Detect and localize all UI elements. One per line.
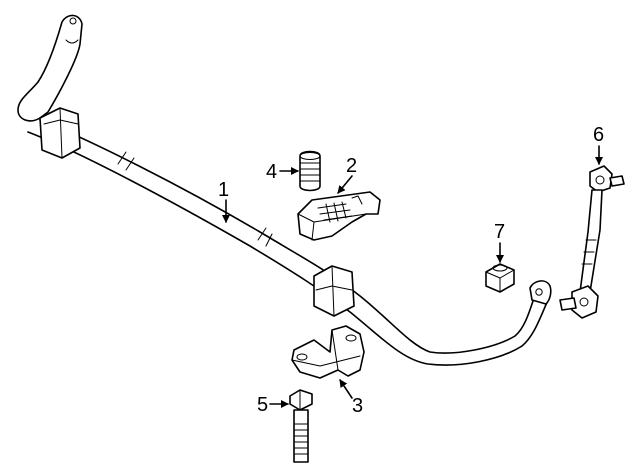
callout-5: 5 — [257, 394, 289, 416]
callout-2: 2 — [337, 155, 357, 194]
lower-bracket — [291, 325, 365, 379]
callout-label-2: 2 — [346, 155, 357, 177]
nut — [485, 263, 515, 293]
callout-4: 4 — [266, 161, 299, 183]
callout-label-7: 7 — [494, 221, 505, 243]
bushing-sleeve — [299, 150, 321, 192]
callout-label-5: 5 — [257, 394, 268, 416]
callout-label-4: 4 — [266, 161, 277, 183]
callout-3: 3 — [339, 379, 363, 417]
stabilizer-link — [559, 165, 625, 319]
callout-label-6: 6 — [593, 124, 604, 146]
callout-label-1: 1 — [218, 179, 229, 201]
upper-bracket — [297, 191, 381, 241]
callout-7: 7 — [494, 221, 505, 263]
callout-label-3: 3 — [352, 395, 363, 417]
callout-1: 1 — [218, 179, 230, 223]
stabilizer-bar — [17, 14, 552, 366]
callout-6: 6 — [593, 124, 604, 165]
bolt — [289, 389, 313, 463]
